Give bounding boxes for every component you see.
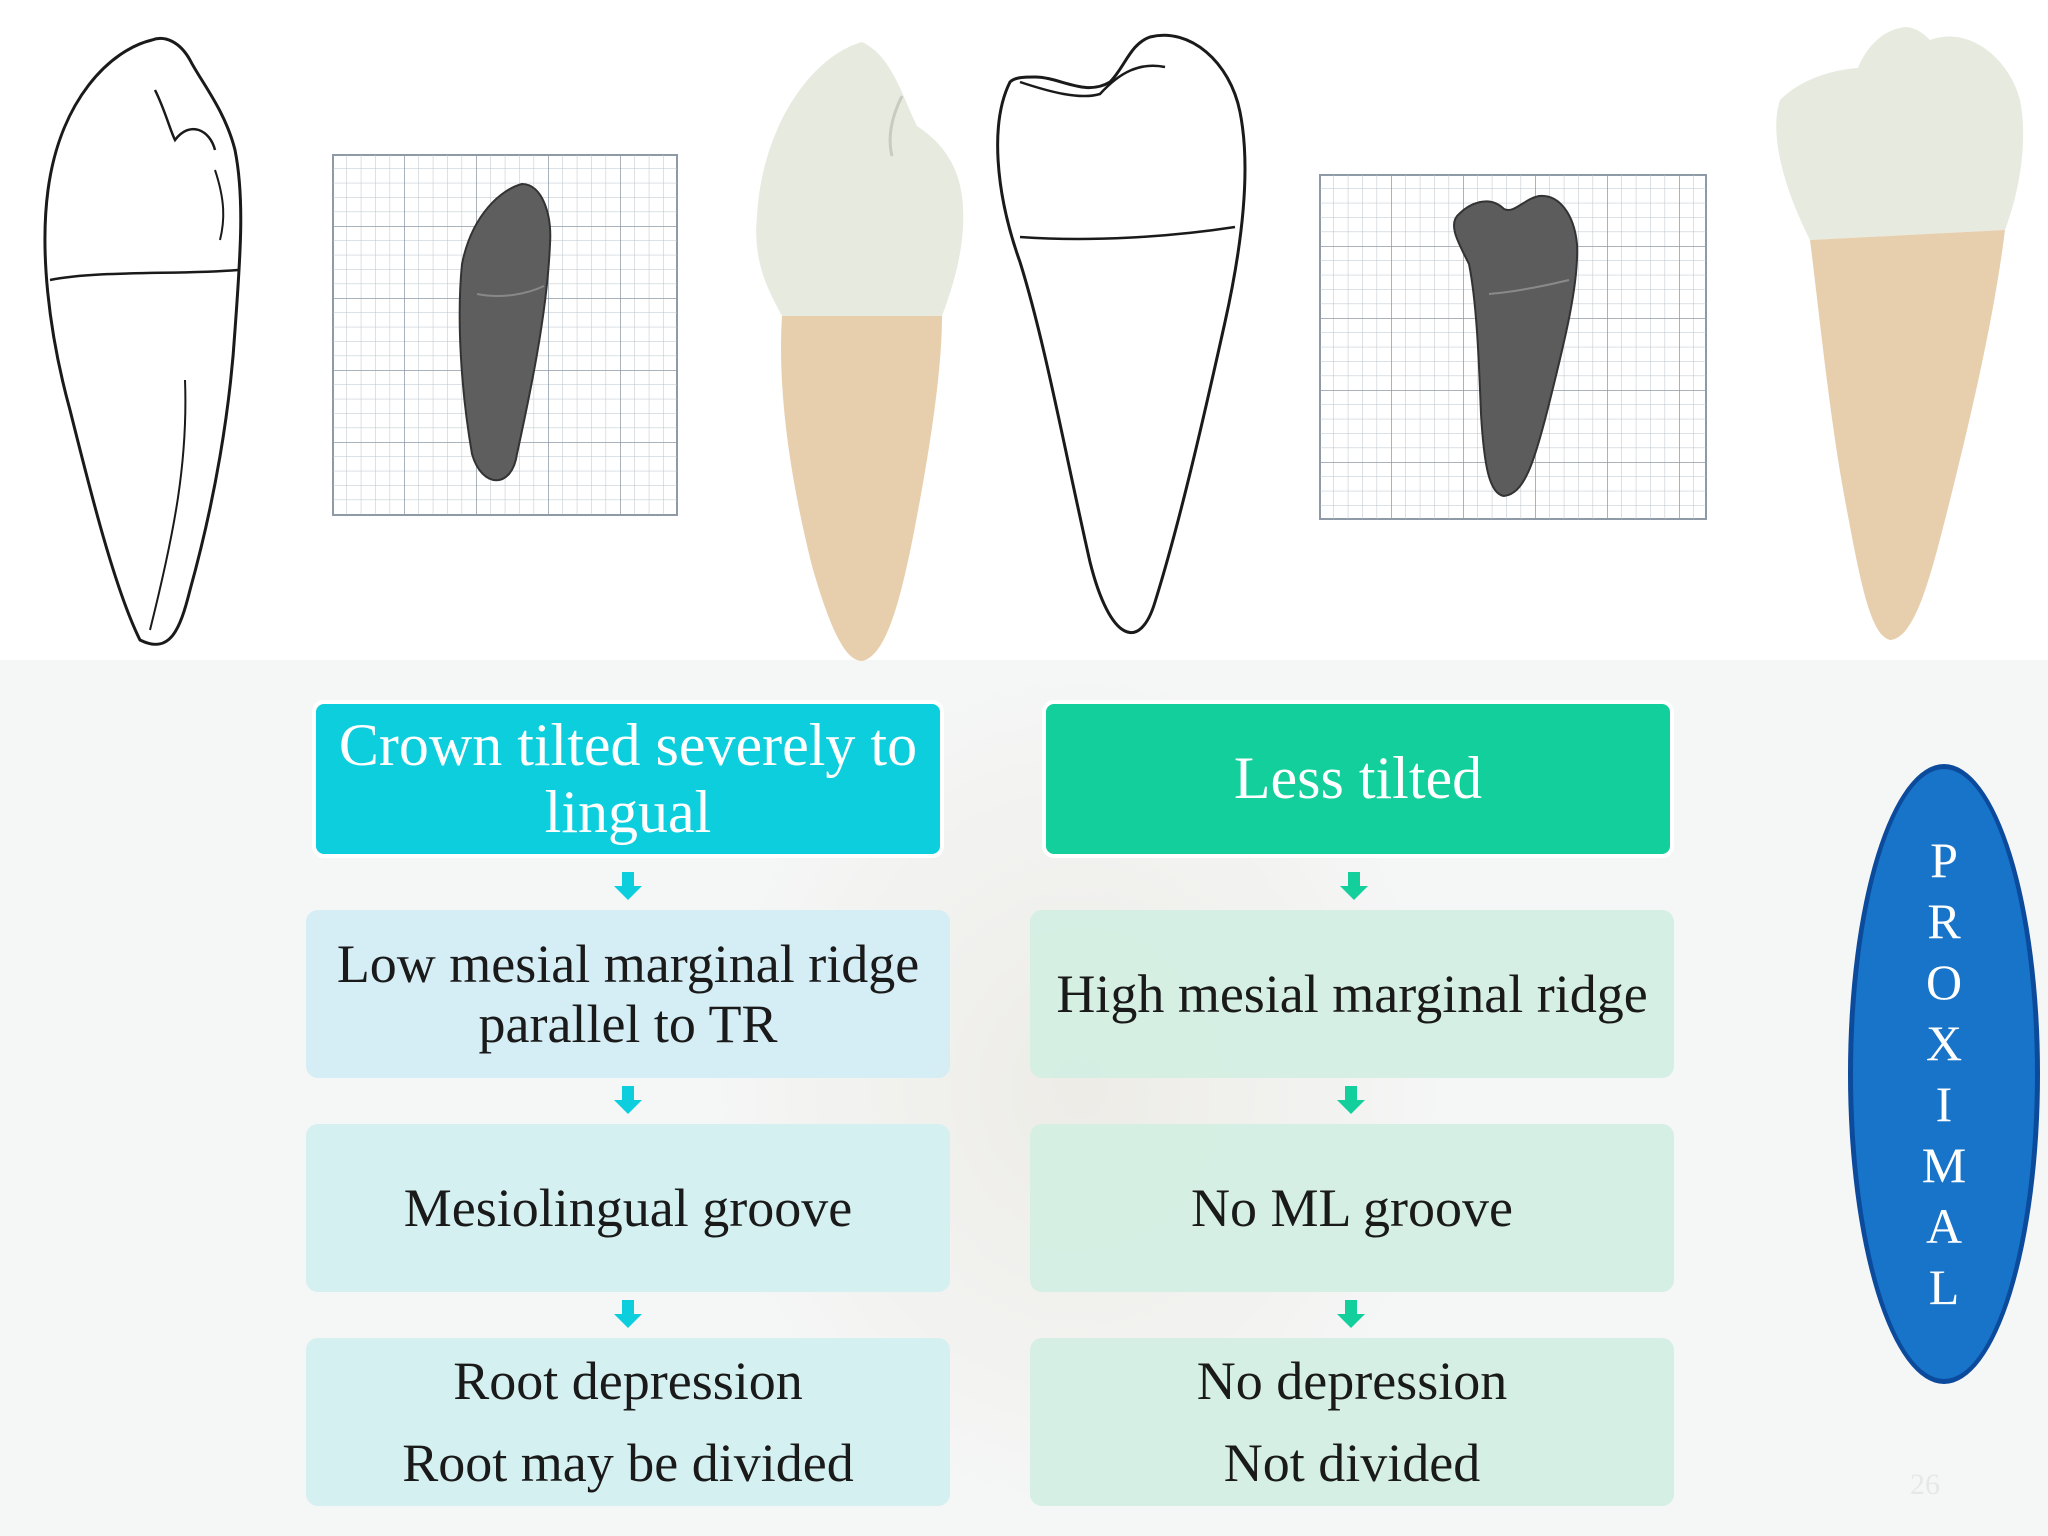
tooth-photo-2: [1776, 27, 2024, 640]
right-item-marginal-ridge: High mesial marginal ridge: [1030, 910, 1674, 1078]
left-item-root: Root depression Root may be divided: [306, 1338, 950, 1506]
right-item-root: No depression Not divided: [1030, 1338, 1674, 1506]
tooth-outline-drawing-2: [996, 33, 1247, 634]
down-arrow-icon: [614, 1300, 642, 1330]
tooth-photo-1: [756, 42, 964, 661]
left-header-box: Crown tilted severely to lingual: [312, 700, 944, 858]
tooth-photo-on-grid-1: [332, 154, 678, 516]
left-header-text: Crown tilted severely to lingual: [338, 711, 918, 845]
page-number: 26: [1910, 1468, 1940, 1501]
left-item-line: Root depression: [453, 1350, 803, 1411]
oval-letter: I: [1935, 1076, 1953, 1132]
left-item-marginal-ridge: Low mesial marginal ridge parallel to TR: [306, 910, 950, 1078]
right-header-text: Less tilted: [1233, 745, 1483, 812]
down-arrow-icon: [1337, 1300, 1365, 1330]
right-item-line: No depression: [1196, 1350, 1508, 1411]
right-item-groove: No ML groove: [1030, 1124, 1674, 1292]
oval-letter: P: [1930, 832, 1958, 888]
down-arrow-icon: [614, 872, 642, 902]
proximal-oval-label: P R O X I M A L: [1848, 764, 2040, 1384]
tooth-outline-drawing-1: [43, 36, 243, 646]
oval-letter: R: [1927, 893, 1961, 949]
oval-letter: A: [1925, 1198, 1963, 1254]
tooth-photo-on-grid-2: [1319, 174, 1707, 520]
down-arrow-icon: [1340, 872, 1368, 902]
right-item-line: Not divided: [1223, 1433, 1481, 1493]
right-item-text: No ML groove: [1191, 1177, 1513, 1238]
left-item-text: Low mesial marginal ridge parallel to TR: [336, 933, 920, 1054]
left-item-text: Mesiolingual groove: [403, 1177, 853, 1238]
left-item-line: Root may be divided: [402, 1433, 854, 1493]
right-item-text: High mesial marginal ridge: [1056, 963, 1648, 1024]
down-arrow-icon: [614, 1086, 642, 1116]
left-item-groove: Mesiolingual groove: [306, 1124, 950, 1292]
oval-letter: O: [1925, 954, 1963, 1010]
oval-letter: L: [1928, 1259, 1960, 1315]
down-arrow-icon: [1337, 1086, 1365, 1116]
oval-letter: X: [1925, 1015, 1963, 1071]
right-header-box: Less tilted: [1042, 700, 1674, 858]
oval-letter: M: [1921, 1137, 1967, 1193]
